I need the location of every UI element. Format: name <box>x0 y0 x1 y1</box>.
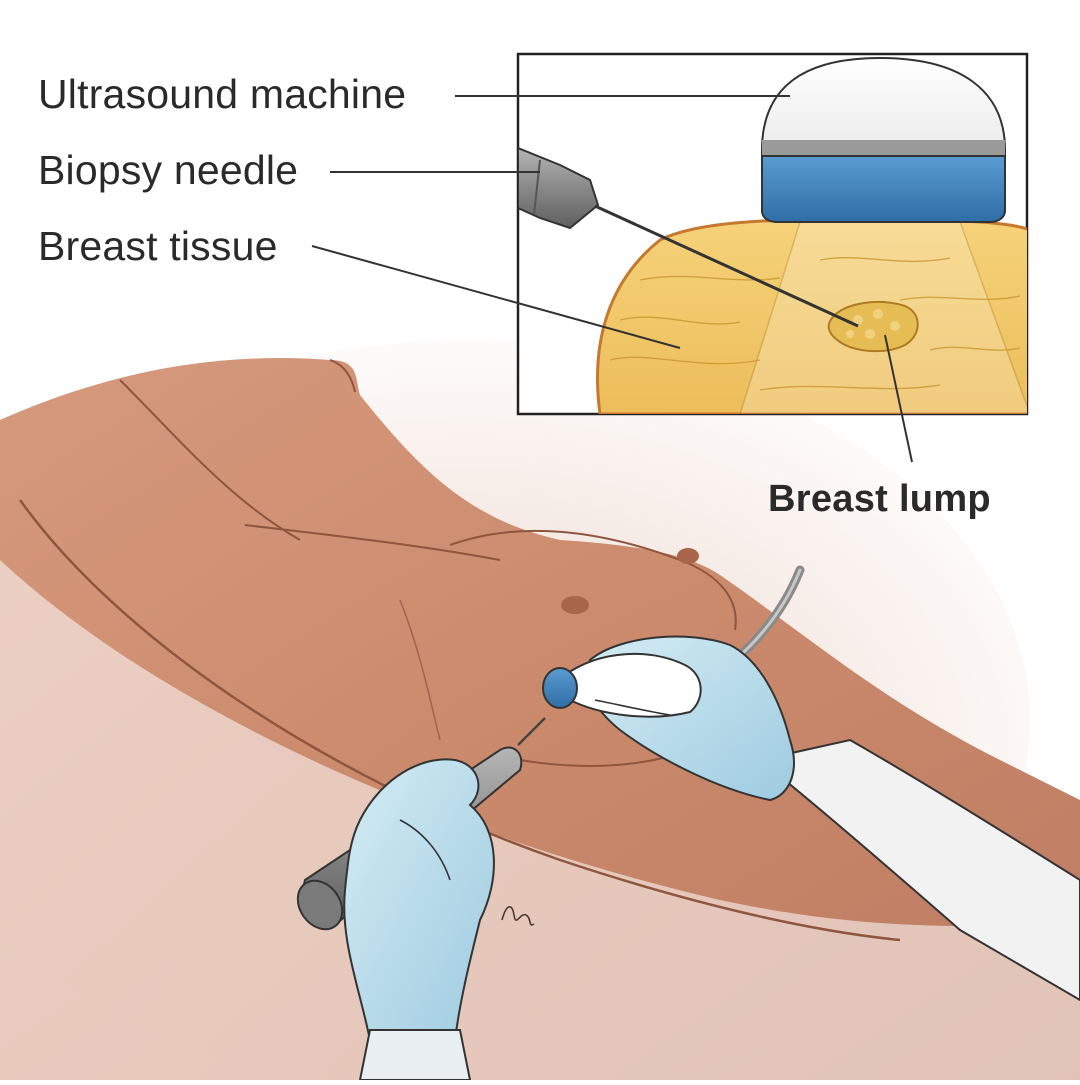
inset-panel <box>516 52 1029 416</box>
biopsy-needle-label: Biopsy needle <box>38 147 299 193</box>
breast-lump-shape <box>827 301 919 353</box>
patient-torso <box>0 358 1080 1080</box>
ultrasound-probe-icon <box>542 565 1080 1002</box>
ultrasound-machine-label: Ultrasound machine <box>38 71 407 117</box>
breast-tissue-label: Breast tissue <box>38 223 278 269</box>
nipple-mark <box>561 596 589 614</box>
biopsy-needle-icon <box>296 717 546 1081</box>
artist-signature-icon <box>501 906 535 926</box>
leader-lines <box>311 95 913 463</box>
nipple-mark <box>677 548 699 564</box>
breast-lump-label: Breast lump <box>768 478 991 520</box>
